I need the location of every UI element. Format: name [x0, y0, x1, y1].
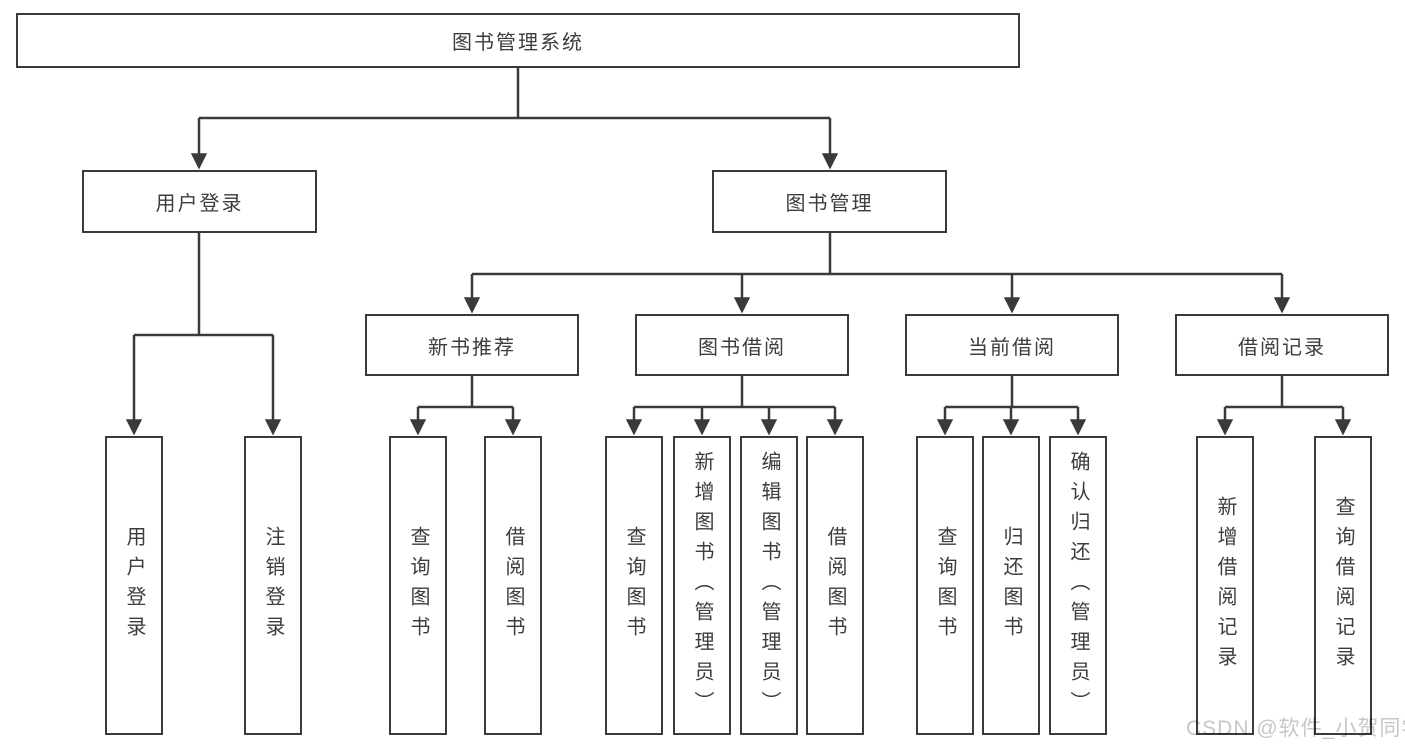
node-borrowing-records-label: 借阅记录 — [1238, 336, 1326, 359]
node-new-book-recommendation-label: 新书推荐 — [428, 336, 516, 359]
leaf-user-login: 用户登录 — [105, 436, 163, 735]
leaf-borrowing-borrow-books-label: 借阅图书 — [824, 525, 846, 646]
leaf-edit-books-admin-label: 编辑图书（管理员） — [758, 450, 780, 721]
leaf-query-borrow-record-label: 查询借阅记录 — [1332, 495, 1354, 676]
leaf-borrowing-borrow-books: 借阅图书 — [806, 436, 864, 735]
leaf-recommend-borrow-books-label: 借阅图书 — [502, 525, 524, 646]
leaf-logout-label: 注销登录 — [262, 525, 284, 646]
leaf-add-books-admin-label: 新增图书（管理员） — [691, 450, 713, 721]
leaf-current-query-books-label: 查询图书 — [934, 525, 956, 646]
leaf-add-borrow-record-label: 新增借阅记录 — [1214, 495, 1236, 676]
node-current-borrowing: 当前借阅 — [905, 314, 1119, 376]
leaf-return-books: 归还图书 — [982, 436, 1040, 735]
leaf-return-books-label: 归还图书 — [1000, 525, 1022, 646]
leaf-recommend-query-books-label: 查询图书 — [407, 525, 429, 646]
node-library-management-system-label: 图书管理系统 — [452, 32, 584, 54]
leaf-confirm-return-admin: 确认归还（管理员） — [1049, 436, 1107, 735]
node-library-management-system: 图书管理系统 — [16, 13, 1020, 68]
leaf-add-books-admin: 新增图书（管理员） — [673, 436, 731, 735]
node-book-borrowing: 图书借阅 — [635, 314, 849, 376]
leaf-current-query-books: 查询图书 — [916, 436, 974, 735]
node-book-management: 图书管理 — [712, 170, 947, 233]
leaf-add-borrow-record: 新增借阅记录 — [1196, 436, 1254, 735]
leaf-edit-books-admin: 编辑图书（管理员） — [740, 436, 798, 735]
leaf-recommend-query-books: 查询图书 — [389, 436, 447, 735]
node-borrowing-records: 借阅记录 — [1175, 314, 1389, 376]
leaf-borrowing-query-books-label: 查询图书 — [623, 525, 645, 646]
leaf-user-login-label: 用户登录 — [123, 525, 145, 646]
leaf-confirm-return-admin-label: 确认归还（管理员） — [1067, 450, 1089, 721]
leaf-borrowing-query-books: 查询图书 — [605, 436, 663, 735]
node-current-borrowing-label: 当前借阅 — [968, 336, 1056, 359]
node-user-login: 用户登录 — [82, 170, 317, 233]
node-book-borrowing-label: 图书借阅 — [698, 336, 786, 359]
leaf-recommend-borrow-books: 借阅图书 — [484, 436, 542, 735]
leaf-query-borrow-record: 查询借阅记录 — [1314, 436, 1372, 735]
leaf-logout: 注销登录 — [244, 436, 302, 735]
node-user-login-label: 用户登录 — [155, 193, 244, 215]
node-book-management-label: 图书管理 — [785, 193, 874, 215]
csdn-watermark: CSDN @软件_小贺同学 — [1186, 717, 1405, 740]
node-new-book-recommendation: 新书推荐 — [365, 314, 579, 376]
